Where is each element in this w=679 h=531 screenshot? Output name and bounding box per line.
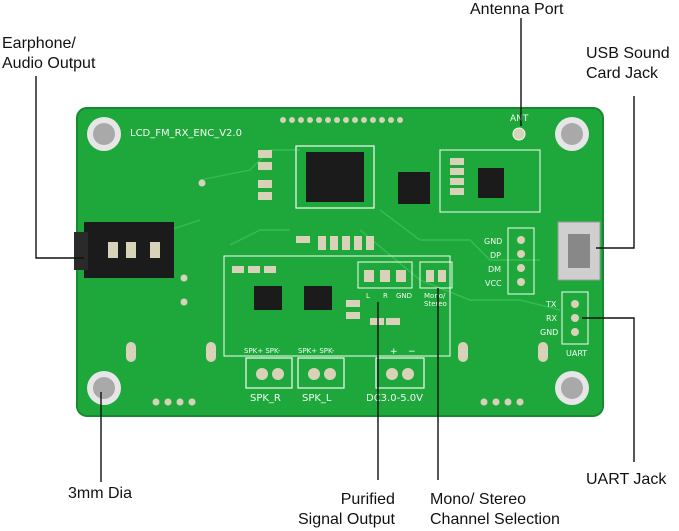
- mono-stereo-jumper: [419, 261, 453, 289]
- spk-r-label: SPK_R: [250, 393, 281, 404]
- dc-plus-label: +: [390, 347, 398, 357]
- mounting-hole-top-left: [87, 117, 121, 151]
- dc-minus-label: −: [408, 347, 416, 357]
- mounting-hole-bottom-right: [555, 371, 589, 405]
- usb-pin-header: [507, 227, 535, 295]
- callout-uart: UART Jack: [586, 471, 667, 488]
- pin-tx-label: TX: [545, 300, 557, 309]
- pin-r-label: R: [383, 292, 388, 300]
- uart-header: [561, 291, 589, 345]
- amp-chip-l: [304, 286, 332, 310]
- main-ic-chip: [295, 145, 375, 209]
- mounting-hole-top-right: [555, 117, 589, 151]
- ant-label: ANT: [510, 114, 529, 124]
- pin-gnd-label: GND: [484, 237, 502, 246]
- pin-vcc-label: VCC: [485, 279, 502, 288]
- board-name-label: LCD_FM_RX_ENC_V2.0: [130, 128, 242, 139]
- pcb-traces: [169, 149, 561, 311]
- dc-voltage-label: DC3.0-5.0V: [366, 393, 423, 404]
- callout-earphone: Earphone/ Audio Output: [2, 35, 96, 72]
- spk-r-pins-label: SPK+ SPK-: [244, 347, 281, 355]
- spk-l-label: SPK_L: [302, 393, 332, 404]
- signal-connector: [357, 261, 413, 289]
- earphone-jack: [74, 222, 174, 278]
- callout-mono: Mono/ Stereo Channel Selection: [430, 491, 560, 528]
- small-round-pads: [152, 179, 524, 406]
- spk-l-terminal: [297, 357, 345, 389]
- uart-board-label: UART: [566, 349, 587, 358]
- oval-pads: [126, 342, 548, 362]
- dc-terminal: [375, 357, 425, 389]
- lower-outline: [223, 255, 451, 357]
- callout-lines: [35, 18, 635, 482]
- pin-rx-label: RX: [546, 314, 558, 323]
- mono-stereo-board-label: Mono/Stereo: [424, 292, 447, 308]
- ic-chip-mid: [398, 172, 430, 204]
- pin-l-label: L: [366, 292, 370, 300]
- top-pad-row: [280, 117, 403, 123]
- antenna-pad: [512, 127, 526, 141]
- ic-frame-right: [439, 149, 541, 213]
- ic-chip-right: [478, 168, 504, 198]
- spk-l-pins-label: SPK+ SPK-: [298, 347, 335, 355]
- line-usb: [596, 96, 635, 249]
- callout-dia: 3mm Dia: [68, 485, 133, 502]
- pin-gnd3-label: GND: [396, 292, 412, 300]
- line-earphone: [35, 76, 84, 259]
- callout-usb: USB Sound Card Jack: [586, 45, 670, 82]
- callout-purified: Purified Signal Output: [298, 491, 395, 528]
- spk-r-terminal: [245, 357, 293, 389]
- mounting-hole-bottom-left: [87, 371, 121, 405]
- line-uart: [582, 317, 635, 462]
- usb-jack: [557, 221, 601, 281]
- callout-antenna: Antenna Port: [470, 1, 564, 18]
- pin-dp-label: DP: [490, 251, 501, 260]
- smd-components: [232, 150, 464, 325]
- pin-dm-label: DM: [488, 265, 501, 274]
- pin-gnd2-label: GND: [540, 328, 558, 337]
- amp-chip-r: [254, 286, 282, 310]
